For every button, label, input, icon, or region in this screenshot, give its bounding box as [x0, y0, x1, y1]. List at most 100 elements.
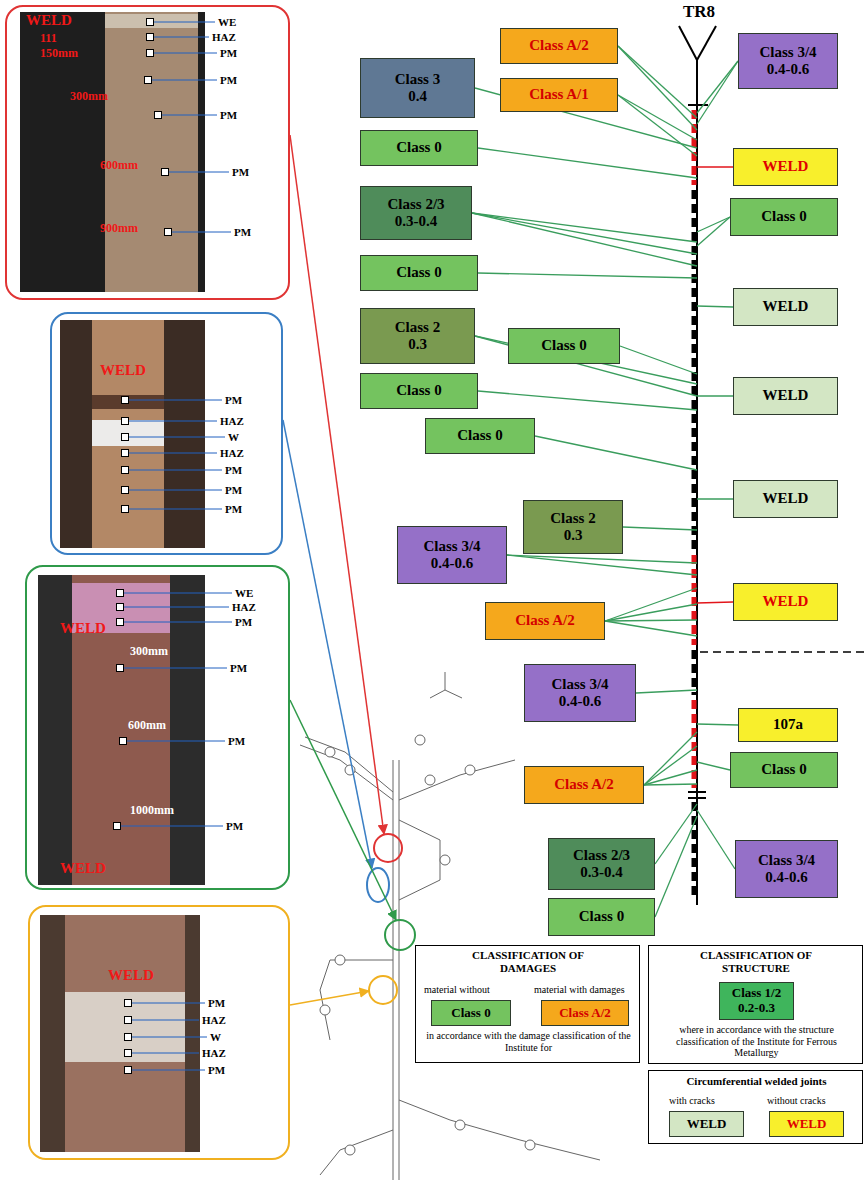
- location-arrow: [283, 420, 372, 868]
- point-marker: [117, 604, 124, 611]
- pipe-photo: [20, 12, 205, 292]
- leader-line: [697, 498, 733, 499]
- tr8-line: [679, 26, 865, 905]
- leader-line: [605, 604, 697, 621]
- class-label: 0.3-0.4: [580, 864, 623, 881]
- zone-label: PM: [225, 485, 242, 496]
- class-label: 0.4-0.6: [559, 693, 602, 710]
- leader-line: [478, 148, 697, 178]
- inspection-segment: [692, 555, 697, 645]
- class-label: 0.4-0.6: [431, 555, 474, 572]
- class-box: Class 0: [548, 898, 655, 936]
- class-box: Class 3/40.4-0.6: [738, 33, 838, 89]
- zone-label: WE: [218, 17, 236, 28]
- position-label: WELD: [108, 968, 154, 983]
- zone-label: PM: [225, 395, 242, 406]
- item-circle: [455, 1120, 465, 1130]
- point-marker: [122, 487, 129, 494]
- class-label: Class 0: [541, 337, 586, 354]
- reference-box: 107a: [738, 708, 838, 742]
- class-label: 0.3: [564, 527, 583, 544]
- class-box: Class 0: [730, 198, 838, 236]
- legend-box: CLASSIFICATION OF STRUCTUREwhere in acco…: [648, 945, 863, 1064]
- point-marker: [147, 50, 154, 57]
- leader-line: [618, 46, 697, 118]
- class-label: Class 0: [396, 139, 441, 156]
- legend-text: where in accordance with the structure c…: [655, 1024, 858, 1059]
- class-label: Class 0: [396, 382, 441, 399]
- leader-line: [697, 762, 730, 770]
- leader-line: [132, 1003, 205, 1004]
- point-marker: [125, 1000, 132, 1007]
- zone-label: HAZ: [212, 32, 236, 43]
- point-marker: [122, 397, 129, 404]
- item-circle: [325, 747, 335, 757]
- leader-line: [636, 690, 697, 693]
- zone-label: PM: [230, 663, 247, 674]
- leader-line: [154, 37, 209, 38]
- item-circle: [320, 1005, 330, 1015]
- item-circle: [345, 1145, 355, 1155]
- leader-line: [129, 437, 225, 438]
- leader-line: [124, 622, 232, 623]
- leader-line: [605, 621, 697, 636]
- class-box: Class 0: [360, 255, 478, 291]
- class-label: Class A/2: [559, 1006, 611, 1021]
- class-label: WELD: [763, 490, 809, 507]
- pipe-line: [399, 760, 515, 800]
- position-label: WELD: [60, 621, 106, 636]
- class-box: Class A/2: [541, 1000, 629, 1026]
- class-box: Class 0: [508, 328, 620, 364]
- location-ring: [385, 920, 415, 950]
- leader-line: [697, 217, 730, 232]
- point-marker: [162, 169, 169, 176]
- position-label: 600mm: [128, 719, 166, 731]
- leader-line: [132, 1053, 199, 1054]
- point-marker: [122, 434, 129, 441]
- pipe-break: [688, 791, 706, 793]
- leader-line: [478, 391, 697, 410]
- location-ring: [369, 976, 397, 1004]
- location-arrow: [290, 700, 396, 920]
- class-box: Class A/2: [500, 28, 618, 64]
- leader-line: [132, 1020, 199, 1021]
- weld-box: WELD: [733, 148, 838, 186]
- leader-line: [129, 421, 217, 422]
- class-label: Class 2/3: [573, 847, 630, 864]
- section-divider: [700, 651, 865, 653]
- zone-label: HAZ: [202, 1015, 226, 1026]
- position-label: 600mm: [100, 159, 138, 171]
- leader-line: [127, 741, 225, 742]
- point-marker: [155, 112, 162, 119]
- class-label: 0.2-0.3: [738, 1001, 775, 1016]
- class-box: Class 20.3: [523, 500, 623, 554]
- class-label: WELD: [763, 387, 809, 404]
- weld-box: WELD: [669, 1111, 744, 1137]
- point-marker: [122, 418, 129, 425]
- class-label: Class 0: [457, 427, 502, 444]
- pipe-photo: [92, 395, 164, 409]
- leader-line: [655, 804, 697, 864]
- inspection-segment: [692, 802, 697, 900]
- class-label: Class 2/3: [387, 196, 444, 213]
- position-label: 1000mm: [130, 804, 174, 816]
- leader-line: [697, 306, 733, 307]
- item-circle: [425, 775, 435, 785]
- point-marker: [122, 506, 129, 513]
- class-label: Class 2: [550, 510, 595, 527]
- legend-title: Circumferential welded joints: [649, 1075, 864, 1088]
- leader-line: [644, 770, 697, 785]
- leader-line: [121, 826, 223, 827]
- legend-text: without cracks: [767, 1095, 826, 1107]
- legend-box: CLASSIFICATION OF DAMAGESmaterial withou…: [415, 945, 640, 1063]
- zone-label: PM: [234, 227, 251, 238]
- leader-line: [697, 810, 735, 869]
- leader-line: [697, 61, 738, 124]
- point-marker: [147, 19, 154, 26]
- zone-label: WE: [235, 588, 253, 599]
- position-label: 900mm: [100, 222, 138, 234]
- class-label: Class 0: [396, 264, 441, 281]
- leader-line: [154, 22, 215, 23]
- class-box: Class 0: [360, 130, 478, 166]
- leader-line: [154, 53, 217, 54]
